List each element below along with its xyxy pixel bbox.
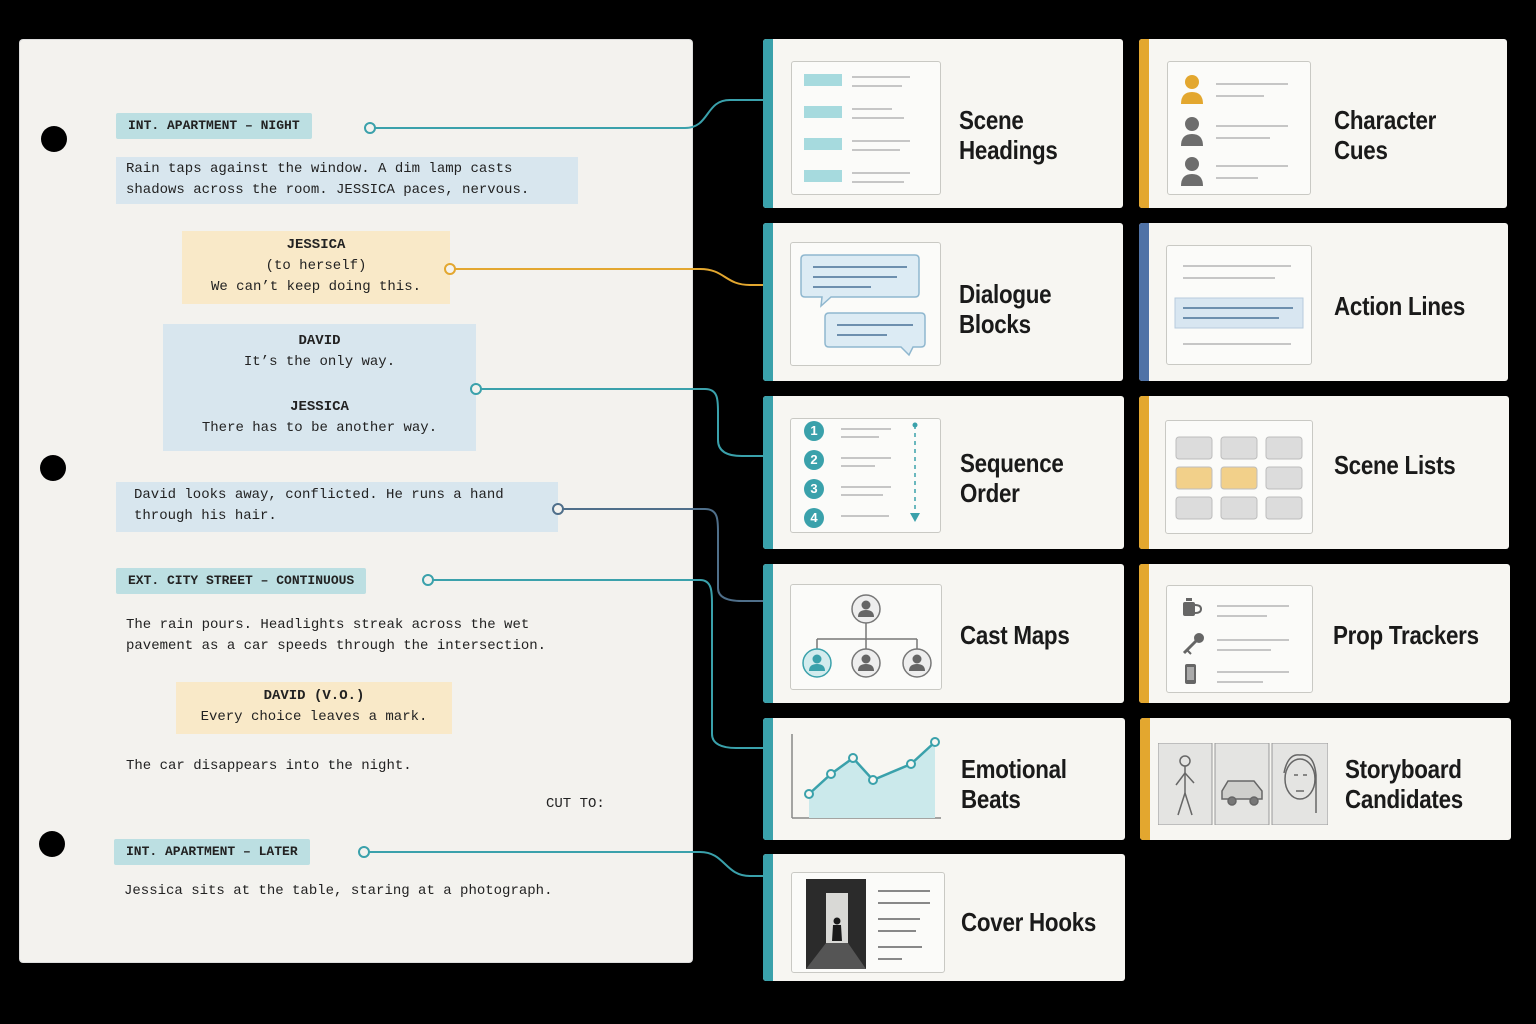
accent-bar [763,223,773,381]
step-number: 4 [810,510,818,525]
dialogue-block[interactable]: JESSICA (to herself) We can’t keep doing… [182,231,450,304]
connector-cover-hooks [364,851,765,877]
step-number: 2 [810,452,818,467]
connector-node [470,383,482,395]
feature-label: Action Lines [1334,291,1466,321]
dialogue-line: It’s the only way. [243,354,396,370]
connector-node [444,263,456,275]
action-text: through his hair. [134,508,277,524]
feature-card-scene-lists[interactable]: Scene Lists [1139,396,1509,549]
feature-card-cover-hooks[interactable]: Cover Hooks [763,854,1125,981]
scene-heading[interactable]: INT. APARTMENT – LATER [114,839,310,865]
feature-label: Cast Maps [960,620,1070,650]
binder-hole [40,455,66,481]
connector-scene-headings [370,99,765,129]
accent-bar [763,854,773,981]
action-text: Rain taps against the window. A dim lamp… [126,161,513,177]
connector-node [364,122,376,134]
scene-headings-icon [791,61,941,195]
transition: CUT TO: [546,796,605,812]
dialogue-line: There has to be another way. [201,420,438,436]
action-text: The rain pours. Headlights streak across… [126,617,530,633]
accent-bar [763,396,773,549]
script-page: INT. APARTMENT – NIGHT Rain taps against… [20,40,692,962]
step-number: 3 [810,481,818,496]
action-text: David looks away, conflicted. He runs a … [134,487,504,503]
feature-label: Scene Lists [1334,450,1456,480]
accent-bar [1139,223,1149,381]
feature-label: Prop Trackers [1333,620,1479,650]
connector-cast-maps [558,508,765,602]
dialogue-blocks-icon [790,242,941,366]
connector-dialogue-blocks [450,268,765,286]
emotional-beats-icon [791,734,941,836]
feature-card-cast-maps[interactable]: Cast Maps [763,564,1124,703]
storyboard-candidates-icon [1158,743,1328,825]
character-cue: JESSICA [286,237,346,253]
prop-trackers-icon [1166,585,1313,693]
action-line[interactable]: David looks away, conflicted. He runs a … [116,482,558,532]
connector-sequence-order [476,388,765,457]
action-text: pavement as a car speeds through the int… [126,638,547,654]
accent-bar [763,718,773,840]
scene-heading[interactable]: EXT. CITY STREET – CONTINUOUS [116,568,367,594]
connector-node [358,846,370,858]
sequence-order-icon: 1 2 3 4 [790,418,941,533]
action-lines-icon [1166,245,1312,365]
action-line[interactable]: Jessica sits at the table, staring at a … [124,883,553,899]
dialogue-block[interactable]: DAVID It’s the only way. JESSICA There h… [163,324,476,451]
accent-bar [763,39,773,208]
binder-hole [41,126,67,152]
dialogue-line: Every choice leaves a mark. [200,709,428,725]
feature-card-action-lines[interactable]: Action Lines [1139,223,1508,381]
feature-label: Cover Hooks [961,907,1097,937]
action-line[interactable]: The car disappears into the night. [126,758,412,774]
action-text: shadows across the room. JESSICA paces, … [126,182,530,198]
character-cue: DAVID (V.O.) [263,688,365,704]
action-line[interactable]: Rain taps against the window. A dim lamp… [116,157,578,204]
connector-node [422,574,434,586]
accent-bar [1139,564,1149,703]
character-cues-icon [1167,61,1311,195]
accent-bar [1139,396,1149,549]
accent-bar [1139,39,1149,208]
action-line[interactable]: The rain pours. Headlights streak across… [126,615,546,657]
accent-bar [1140,718,1150,840]
dialogue-block[interactable]: DAVID (V.O.) Every choice leaves a mark. [176,682,452,734]
step-number: 1 [810,423,818,438]
parenthetical: (to herself) [265,258,367,274]
character-cue: DAVID [298,333,341,349]
binder-hole [39,831,65,857]
connector-emotional-beats [428,579,765,749]
accent-bar [763,564,773,703]
cast-maps-icon [790,584,942,690]
dialogue-line: We can’t keep doing this. [210,279,422,295]
connector-node [552,503,564,515]
character-cue: JESSICA [290,399,349,415]
scene-lists-icon [1165,420,1313,534]
scene-heading[interactable]: INT. APARTMENT – NIGHT [116,113,312,139]
cover-hooks-icon [791,872,945,973]
feature-card-prop-trackers[interactable]: Prop Trackers [1139,564,1510,703]
